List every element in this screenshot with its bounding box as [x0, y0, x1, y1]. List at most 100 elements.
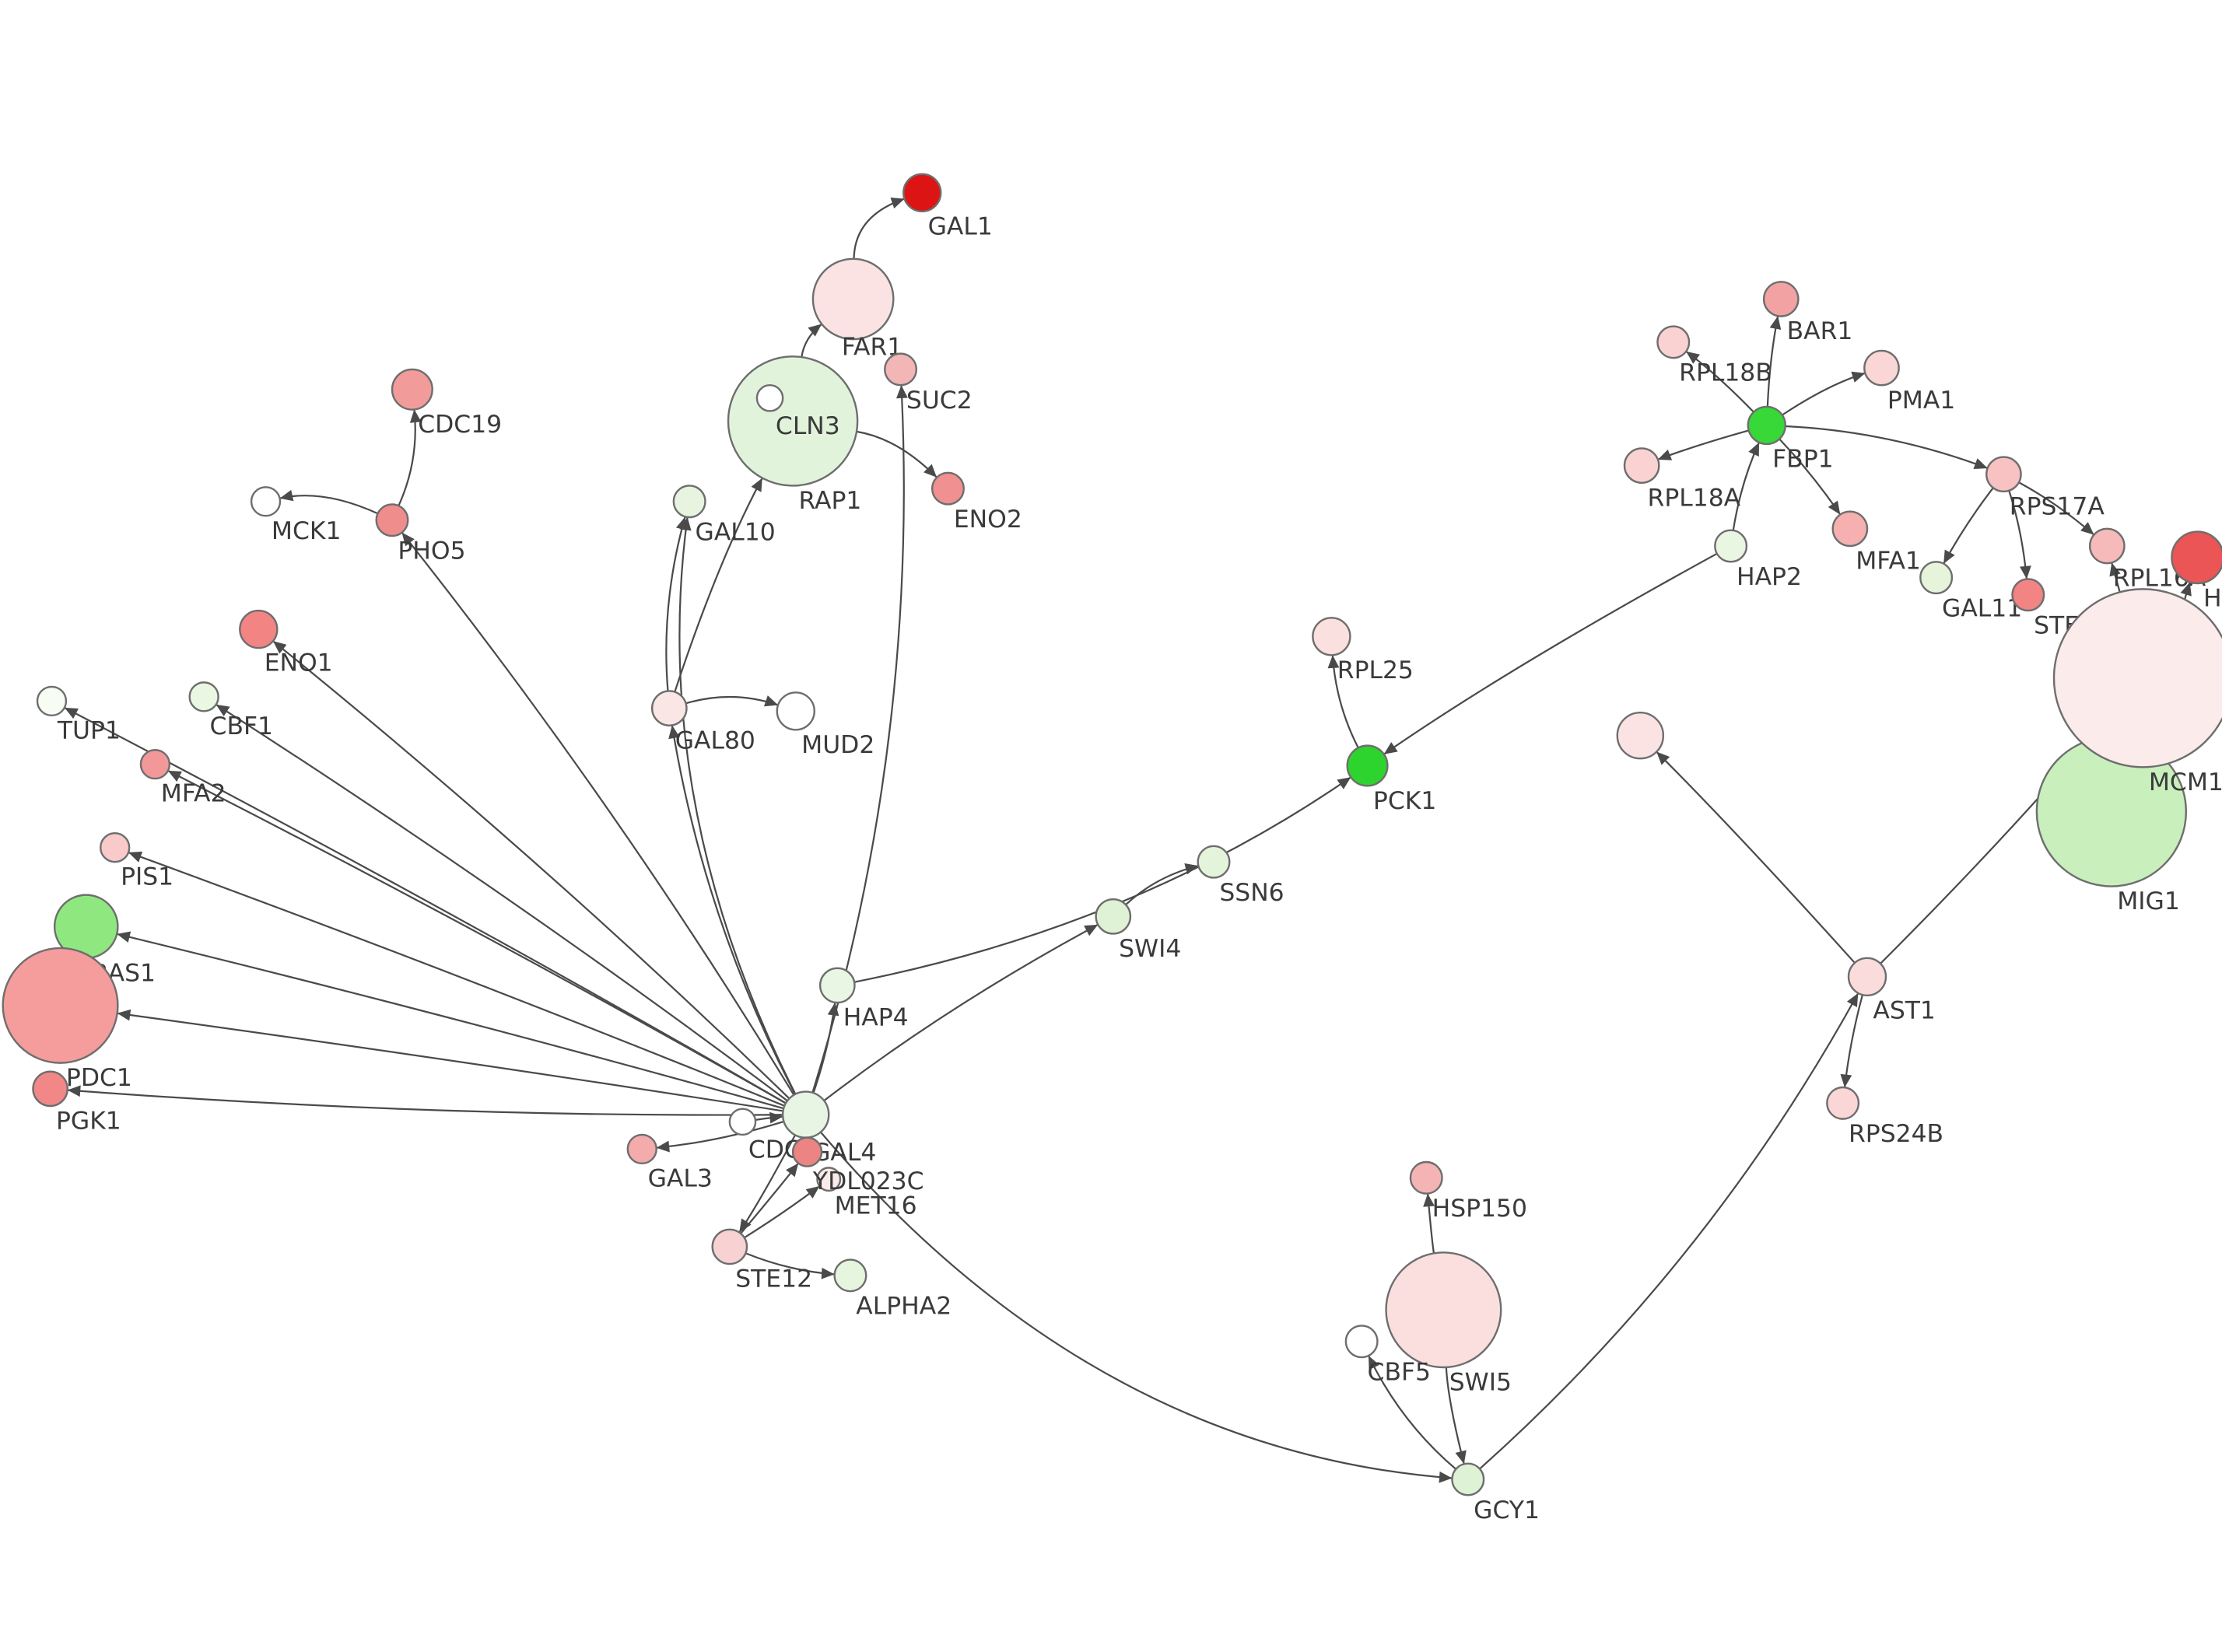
- node-circle-RPL25[interactable]: [1312, 617, 1351, 656]
- edge-HAP2-PCK1[interactable]: [1383, 552, 1718, 755]
- node-circle-PMA1[interactable]: [1863, 349, 1900, 387]
- edge-line[interactable]: [167, 769, 787, 1104]
- edge-line[interactable]: [853, 198, 905, 259]
- edge-HAP2-FBP1[interactable]: [1732, 442, 1760, 531]
- node-circle-PGK1[interactable]: [32, 1070, 68, 1108]
- edge-GAL4-SWI4[interactable]: [823, 923, 1099, 1102]
- edge-line[interactable]: [216, 703, 788, 1102]
- edge-line[interactable]: [128, 851, 785, 1107]
- node-circle-RPS24B[interactable]: [1826, 1086, 1860, 1120]
- edge-GAL4-STE12[interactable]: [738, 1134, 797, 1234]
- edge-PCK1-RPL25[interactable]: [1327, 655, 1359, 748]
- edge-line[interactable]: [1445, 1367, 1465, 1465]
- node-circle-SSN6[interactable]: [1197, 845, 1231, 879]
- node-circle-ENO2[interactable]: [931, 471, 965, 506]
- edge-line[interactable]: [1782, 372, 1866, 416]
- edge-FBP1-RPL18A[interactable]: [1657, 429, 1749, 460]
- edge-line[interactable]: [64, 706, 787, 1104]
- node-circle-PHO5[interactable]: [375, 503, 409, 537]
- edge-STE12-YDL023C[interactable]: [740, 1162, 799, 1234]
- edge-GAL4-RAS1[interactable]: [117, 931, 784, 1110]
- node-circle-RPS17A[interactable]: [1985, 456, 2022, 493]
- node-circle-MET16[interactable]: [816, 1167, 842, 1192]
- node-circle-CBF1[interactable]: [188, 681, 219, 712]
- edge-line[interactable]: [1368, 1355, 1456, 1470]
- edge-RPS17A-GAL11[interactable]: [1943, 487, 1994, 565]
- node-circle-HAP4[interactable]: [818, 967, 856, 1004]
- node-circle-RPL18B[interactable]: [1656, 325, 1691, 359]
- edge-PHO5-CDC19[interactable]: [398, 409, 422, 506]
- node-circle-GAL3[interactable]: [626, 1133, 657, 1165]
- node-circle-BAR1[interactable]: [1762, 281, 1800, 317]
- node-circle-GAL4[interactable]: [781, 1090, 830, 1139]
- edge-PHO5-MCK1[interactable]: [279, 489, 378, 515]
- edge-line[interactable]: [665, 516, 686, 691]
- edge-FBP1-RPS17A[interactable]: [1785, 425, 1989, 470]
- node-circle-MFA1[interactable]: [1831, 510, 1869, 548]
- edge-line[interactable]: [856, 430, 938, 478]
- edge-GAL4-PHO5[interactable]: [401, 531, 795, 1096]
- node-circle-TUP1[interactable]: [36, 685, 68, 717]
- node-circle-FBP1[interactable]: [1747, 405, 1786, 446]
- node-circle-PCK1[interactable]: [1346, 744, 1389, 787]
- edge-line[interactable]: [820, 1131, 1453, 1479]
- node-circle-ENO1[interactable]: [239, 609, 279, 649]
- edge-line[interactable]: [678, 516, 797, 1095]
- edge-GAL4-GCY1[interactable]: [820, 1131, 1453, 1483]
- edge-line[interactable]: [823, 923, 1099, 1102]
- edge-line[interactable]: [656, 1120, 784, 1149]
- edge-GAL4-HAP4[interactable]: [812, 1002, 839, 1094]
- edge-RPS17A-RPL16A[interactable]: [2018, 481, 2095, 536]
- node-circle-AST1[interactable]: [1847, 957, 1887, 997]
- node-circle-HSP150[interactable]: [1409, 1160, 1443, 1195]
- edge-line[interactable]: [740, 1162, 799, 1234]
- edge-GAL4-CBF1[interactable]: [216, 703, 788, 1102]
- edge-FBP1-RPL18B[interactable]: [1685, 350, 1754, 413]
- node-circle-FAR1[interactable]: [811, 257, 895, 341]
- edge-RPS17A-STE2[interactable]: [2008, 490, 2031, 579]
- edge-line[interactable]: [1943, 487, 1994, 565]
- edge-line[interactable]: [1383, 552, 1718, 755]
- edge-line[interactable]: [67, 1089, 783, 1116]
- edge-line[interactable]: [674, 478, 763, 692]
- edge-GAL4-PDC1[interactable]: [117, 1009, 783, 1112]
- edge-CDC6-GAL4[interactable]: [755, 1111, 783, 1124]
- edge-AST1-UNNAMED1[interactable]: [1656, 751, 1856, 964]
- edge-line[interactable]: [117, 1012, 783, 1112]
- node-circle-GAL80[interactable]: [650, 690, 688, 726]
- node-circle-CDC19[interactable]: [391, 368, 433, 411]
- edge-GAL4-PGK1[interactable]: [67, 1085, 783, 1116]
- edge-RAP1-FAR1[interactable]: [801, 323, 822, 358]
- edge-line[interactable]: [1656, 751, 1856, 964]
- node-circle-HAP2[interactable]: [1714, 529, 1748, 563]
- edge-line[interactable]: [401, 531, 795, 1096]
- node-circle-MFA2[interactable]: [139, 748, 171, 780]
- edge-GAL80-RAP1[interactable]: [674, 478, 763, 692]
- node-circle-CLN3[interactable]: [755, 384, 784, 412]
- edge-GAL80-MUD2[interactable]: [685, 695, 779, 707]
- node-circle-MCM1[interactable]: [2052, 588, 2222, 768]
- node-circle-SWI4[interactable]: [1095, 898, 1132, 935]
- node-circle-GAL11[interactable]: [1919, 561, 1954, 595]
- edge-GAL4-PIS1[interactable]: [128, 851, 785, 1107]
- node-circle-RPL16A[interactable]: [2088, 527, 2126, 565]
- edge-GCY1-CBF5[interactable]: [1368, 1355, 1456, 1470]
- node-circle-ALPHA2[interactable]: [833, 1258, 867, 1293]
- edge-FBP1-MFA1[interactable]: [1779, 438, 1842, 516]
- node-circle-SUC2[interactable]: [884, 352, 918, 387]
- node-circle-YDL023C[interactable]: [791, 1136, 823, 1167]
- edge-line[interactable]: [398, 409, 416, 506]
- node-circle-HIS4[interactable]: [2171, 530, 2222, 585]
- edge-line[interactable]: [117, 933, 784, 1110]
- edge-GAL4-MFA2[interactable]: [167, 769, 787, 1104]
- edge-line[interactable]: [744, 1185, 821, 1239]
- node-circle-SWI5[interactable]: [1385, 1251, 1502, 1369]
- node-circle-PDC1[interactable]: [2, 947, 119, 1064]
- node-circle-GAL10[interactable]: [672, 485, 706, 519]
- node-circle-MUD2[interactable]: [776, 691, 815, 731]
- edge-GAL4-GAL80[interactable]: [668, 725, 797, 1095]
- edge-AST1-RPS24B[interactable]: [1840, 994, 1863, 1088]
- node-circle-STE12[interactable]: [711, 1228, 748, 1265]
- edge-line[interactable]: [671, 725, 797, 1095]
